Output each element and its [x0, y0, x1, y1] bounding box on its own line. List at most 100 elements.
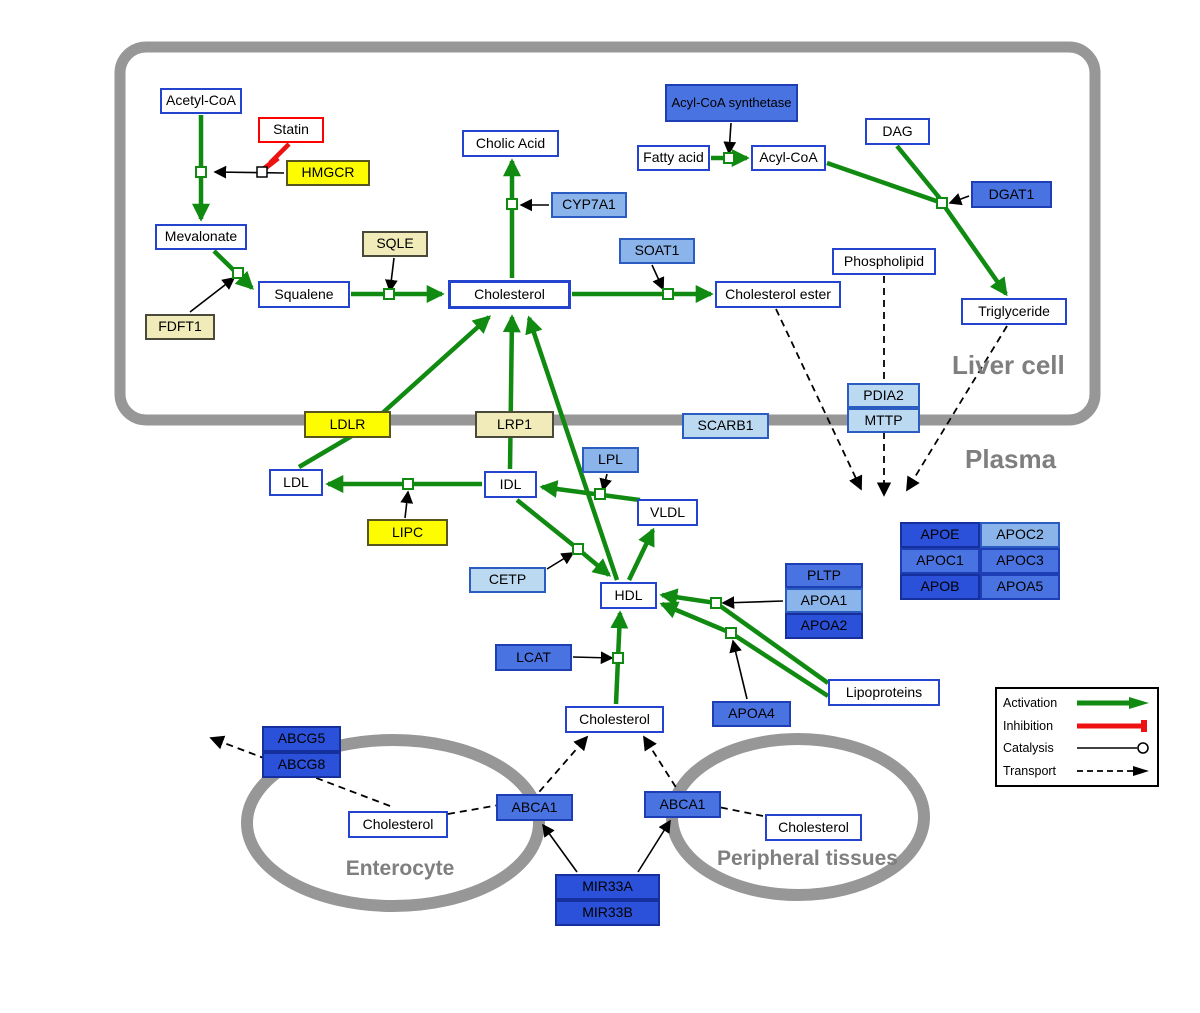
node-mttp[interactable]: MTTP: [847, 408, 920, 433]
node-abca1-enterocyte[interactable]: ABCA1: [496, 794, 573, 821]
edge-sqle-catalysis: [384, 257, 398, 293]
node-apoe[interactable]: APOE: [900, 522, 980, 548]
edge-dag-dgat1hub: [895, 144, 944, 203]
node-pdia2[interactable]: PDIA2: [847, 383, 920, 408]
edge-triglyceride-plasma: [906, 325, 1008, 492]
node-cyp7a1[interactable]: CYP7A1: [551, 192, 627, 218]
node-pltp[interactable]: PLTP: [785, 563, 863, 588]
node-lcat[interactable]: LCAT: [495, 644, 572, 671]
node-cholesterol-enterocyte[interactable]: Cholesterol: [348, 811, 448, 838]
node-apoa5[interactable]: APOA5: [980, 574, 1060, 600]
edge-dgat1-catalysis: [948, 193, 970, 206]
node-apoa4[interactable]: APOA4: [712, 701, 791, 727]
edge-acylcoasynthetase-catalysis: [723, 122, 737, 155]
node-acyl-coa[interactable]: Acyl-CoA: [751, 145, 826, 171]
node-cetp[interactable]: CETP: [469, 567, 546, 593]
legend-row-activation: Activation: [997, 695, 1157, 711]
node-apoa2[interactable]: APOA2: [785, 613, 863, 639]
edge-hdl-vldl: [626, 527, 656, 581]
enterocyte-membrane: [241, 734, 545, 912]
node-apob[interactable]: APOB: [900, 574, 980, 600]
enterocyte-label: Enterocyte: [345, 857, 455, 880]
node-mir33a[interactable]: MIR33A: [555, 874, 660, 900]
legend: Activation Inhibition Catalysis Transpor…: [995, 687, 1159, 787]
node-lrp1[interactable]: LRP1: [475, 411, 554, 438]
plasma-label: Plasma: [965, 444, 1057, 474]
edge-ldl-ldlr-cholesterol: [297, 315, 492, 469]
catalysis-edges: [189, 122, 970, 873]
legend-row-transport: Transport: [997, 763, 1157, 779]
edge-soat1-catalysis: [651, 264, 665, 291]
edge-fdft1-catalysis: [189, 277, 236, 313]
edge-apoa-catalysis: [721, 596, 784, 610]
node-phospholipid[interactable]: Phospholipid: [832, 248, 936, 275]
catalysis-port-square: [256, 166, 268, 178]
edge-acylcoa-dgat1hub: [826, 160, 943, 206]
edge-dgat1hub-triglyceride: [943, 205, 1008, 297]
node-ldlr[interactable]: LDLR: [304, 411, 391, 438]
node-abcg5[interactable]: ABCG5: [262, 726, 341, 752]
node-hdl[interactable]: HDL: [600, 582, 657, 609]
edge-idl-lrp1-cholesterol: [502, 314, 521, 470]
edge-vldl-idl: [539, 480, 641, 503]
node-cholesterol-plasma[interactable]: Cholesterol: [565, 706, 664, 733]
node-soat1[interactable]: SOAT1: [619, 238, 695, 264]
edge-mir33-abca1-enterocyte: [542, 823, 578, 873]
legend-transport-label: Transport: [1003, 763, 1057, 778]
node-scarb1[interactable]: SCARB1: [682, 413, 769, 439]
node-triglyceride[interactable]: Triglyceride: [961, 298, 1067, 325]
node-statin[interactable]: Statin: [258, 117, 324, 143]
node-lpl[interactable]: LPL: [582, 447, 639, 473]
edge-hdl-scarb1-cholesterol: [525, 315, 620, 581]
node-mir33b[interactable]: MIR33B: [555, 900, 660, 926]
edge-peripheral-abca1-cholesterol: [643, 735, 764, 817]
node-dag[interactable]: DAG: [865, 118, 930, 145]
node-lipc[interactable]: LIPC: [367, 519, 448, 546]
node-abcg8[interactable]: ABCG8: [262, 752, 341, 778]
node-apoc2[interactable]: APOC2: [980, 522, 1060, 548]
node-cholesterol-ester[interactable]: Cholesterol ester: [715, 281, 841, 308]
liver-cell-label: Liver cell: [952, 350, 1065, 380]
edge-lipc-catalysis: [400, 490, 414, 519]
node-dgat1[interactable]: DGAT1: [971, 181, 1052, 208]
node-vldl[interactable]: VLDL: [637, 499, 698, 526]
edge-lcat-catalysis: [572, 651, 614, 665]
inhibition-tee-icon: [1077, 719, 1147, 732]
activation-arrow-icon: [1077, 697, 1149, 710]
node-cholesterol-peripheral[interactable]: Cholesterol: [765, 814, 862, 841]
node-mevalonate[interactable]: Mevalonate: [155, 224, 247, 250]
node-apoc1[interactable]: APOC1: [900, 548, 980, 574]
edge-lpl-catalysis: [599, 473, 612, 492]
node-squalene[interactable]: Squalene: [258, 281, 350, 308]
node-ldl[interactable]: LDL: [269, 469, 323, 496]
liver-cell-membrane: [114, 41, 1101, 426]
node-acyl-coa-synthetase[interactable]: Acyl-CoA synthetase: [665, 84, 798, 122]
node-cholesterol-liver[interactable]: Cholesterol: [448, 280, 571, 309]
compartment-membranes: [114, 41, 1101, 912]
edge-hmgcr-catalysis: [213, 165, 285, 179]
edge-apoa4-catalysis: [729, 639, 748, 700]
node-apoa1[interactable]: APOA1: [785, 588, 863, 613]
edge-enterocyte-abcg58-export: [209, 735, 391, 807]
legend-activation-label: Activation: [1003, 696, 1058, 711]
node-acetyl-coa[interactable]: Acetyl-CoA: [160, 88, 242, 114]
node-lipoproteins[interactable]: Lipoproteins: [828, 679, 940, 706]
edge-mir33-abca1-peripheral: [637, 819, 671, 873]
edge-cholesterolester-plasma: [775, 308, 863, 491]
node-fdft1[interactable]: FDFT1: [145, 314, 215, 340]
node-abca1-peripheral[interactable]: ABCA1: [644, 791, 721, 818]
node-fatty-acid[interactable]: Fatty acid: [637, 145, 710, 171]
node-hmgcr[interactable]: HMGCR: [286, 160, 370, 186]
peripheral-tissues-label: Peripheral tissues: [717, 847, 898, 870]
legend-row-catalysis: Catalysis: [997, 740, 1157, 756]
node-idl[interactable]: IDL: [484, 471, 537, 498]
legend-row-inhibition: Inhibition: [997, 718, 1157, 734]
legend-inhibition-label: Inhibition: [1003, 718, 1054, 733]
node-apoc3[interactable]: APOC3: [980, 548, 1060, 574]
legend-catalysis-label: Catalysis: [1003, 741, 1054, 756]
node-cholic-acid[interactable]: Cholic Acid: [462, 130, 559, 157]
catalysis-circle-icon: [1077, 742, 1149, 754]
node-sqle[interactable]: SQLE: [362, 231, 428, 257]
